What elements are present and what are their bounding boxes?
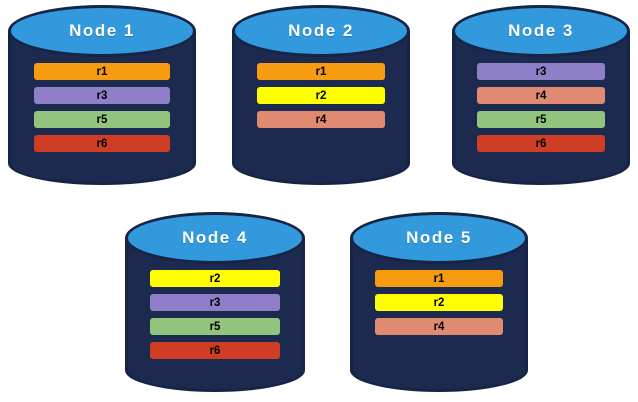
record-bar-r1[interactable]: r1	[256, 63, 386, 80]
cylinder-top-ellipse	[232, 5, 410, 57]
record-bar-r3[interactable]: r3	[34, 87, 170, 104]
record-bar-r4[interactable]: r4	[256, 111, 386, 128]
record-list: r2 r3 r5 r6	[125, 270, 305, 366]
cylinder-body	[125, 238, 305, 392]
record-list: r1 r2 r4	[232, 63, 410, 135]
record-bar-r6[interactable]: r6	[34, 135, 170, 152]
record-bar-r4[interactable]: r4	[374, 318, 504, 335]
cylinder-top-ellipse	[350, 212, 528, 264]
record-list: r3 r4 r5 r6	[452, 63, 630, 159]
record-bar-r2[interactable]: r2	[256, 87, 386, 104]
record-bar-r5[interactable]: r5	[34, 111, 170, 128]
record-bar-r5[interactable]: r5	[476, 111, 606, 128]
record-bar-r3[interactable]: r3	[476, 63, 606, 80]
record-list: r1 r2 r4	[350, 270, 528, 342]
cylinder-top-ellipse	[125, 212, 305, 264]
record-bar-r2[interactable]: r2	[374, 294, 504, 311]
record-bar-r6[interactable]: r6	[150, 342, 280, 359]
record-bar-r1[interactable]: r1	[34, 63, 170, 80]
record-bar-r6[interactable]: r6	[476, 135, 606, 152]
record-bar-r5[interactable]: r5	[150, 318, 280, 335]
cylinder-top-ellipse	[452, 5, 630, 57]
record-bar-r2[interactable]: r2	[150, 270, 280, 287]
record-bar-r1[interactable]: r1	[374, 270, 504, 287]
record-list: r1 r3 r5 r6	[8, 63, 196, 159]
record-bar-r3[interactable]: r3	[150, 294, 280, 311]
cylinder-top-ellipse	[8, 5, 196, 57]
record-bar-r4[interactable]: r4	[476, 87, 606, 104]
cylinder-body	[232, 31, 410, 185]
